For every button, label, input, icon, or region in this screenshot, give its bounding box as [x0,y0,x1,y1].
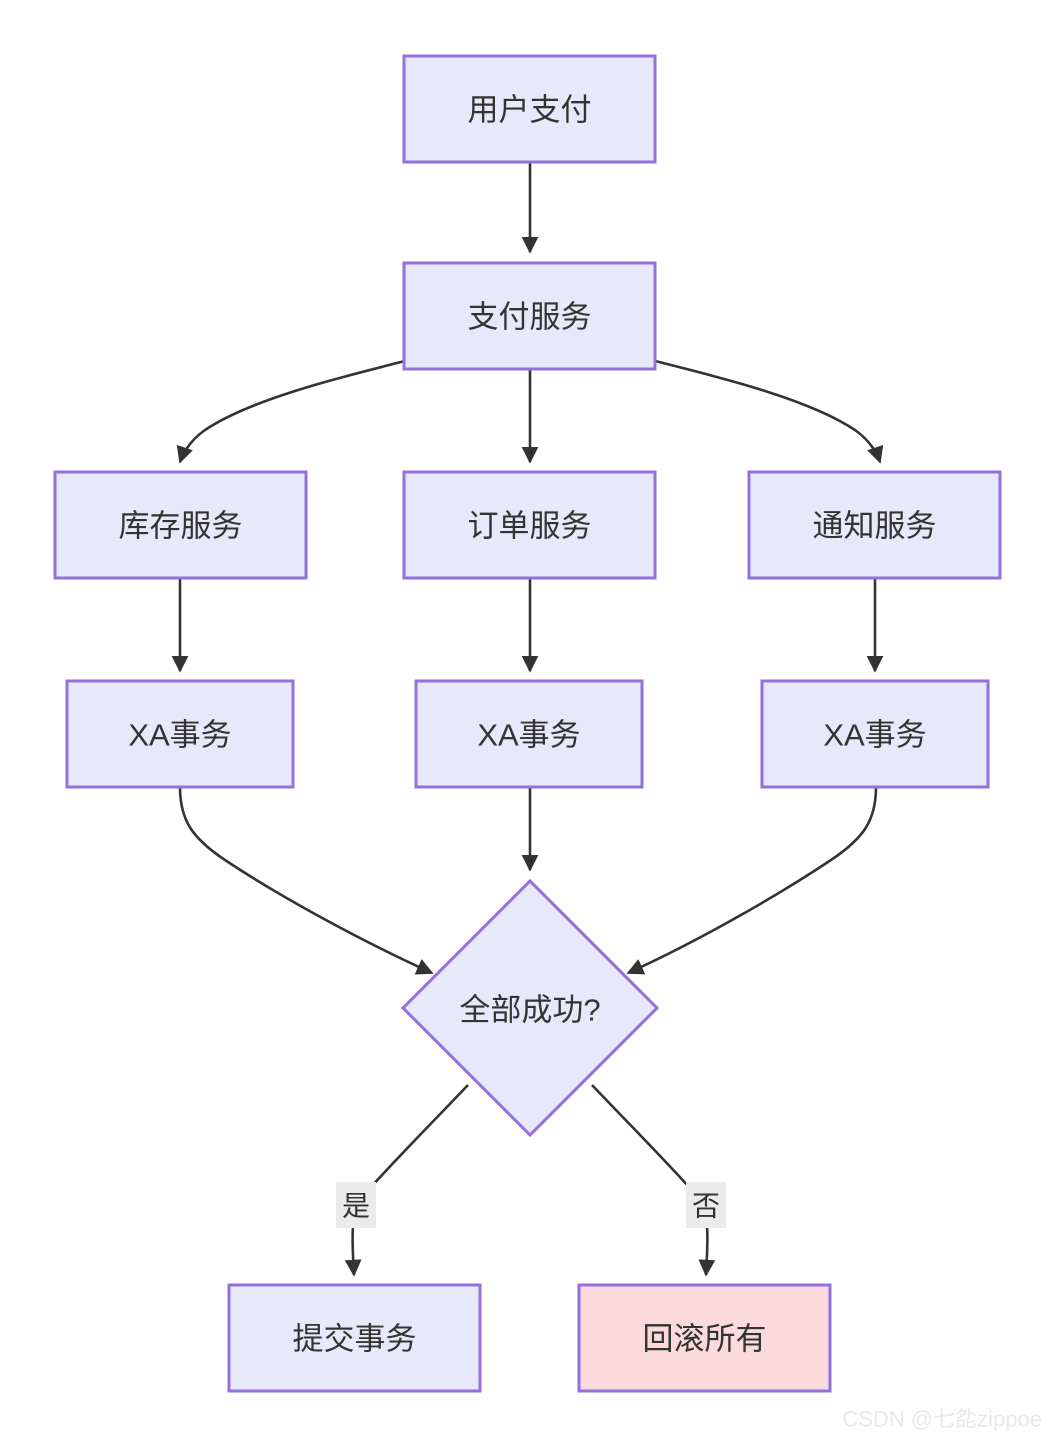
nodes-layer: 用户支付 支付服务 库存服务 订单服务 通知服务 [53,54,1002,1393]
node-stock-service[interactable]: 库存服务 [53,470,308,580]
node-xa-stock-shape[interactable] [65,679,295,789]
edge-label-yes-text: 是 [342,1191,370,1222]
edge-labels-layer: 是 否 [336,1182,726,1228]
node-rollback-label: 回滚所有 [643,1322,767,1357]
edge-all-success-to-commit [344,1084,469,1277]
node-stock-service-shape[interactable] [53,470,308,580]
node-xa-notify-label: XA事务 [823,718,926,753]
node-stock-service-label: 库存服务 [119,509,243,544]
node-order-service-label: 订单服务 [468,509,592,544]
edge-label-yes: 是 [336,1182,376,1228]
node-xa-stock[interactable]: XA事务 [65,679,295,789]
edge-label-no: 否 [686,1182,726,1228]
node-notify-service-label: 通知服务 [813,509,937,544]
edge-xa-notify-to-all-success [626,786,878,975]
node-rollback-shape[interactable] [577,1283,832,1393]
edge-pay-service-to-notify-service [654,359,884,464]
node-user-pay[interactable]: 用户支付 [402,54,657,164]
node-notify-service-shape[interactable] [747,470,1002,580]
node-xa-notify[interactable]: XA事务 [760,679,990,789]
node-all-success-label: 全部成功? [459,993,600,1028]
node-xa-stock-label: XA事务 [128,718,231,753]
node-pay-service-shape[interactable] [402,261,657,371]
node-all-success[interactable]: 全部成功? [400,878,660,1138]
node-xa-order[interactable]: XA事务 [414,679,644,789]
edge-all-success-to-rollback [591,1084,716,1277]
node-xa-notify-shape[interactable] [760,679,990,789]
node-xa-order-label: XA事务 [477,718,580,753]
csdn-watermark: CSDN @七夞zippoe [842,1407,1042,1432]
node-rollback[interactable]: 回滚所有 [577,1283,832,1393]
node-order-service[interactable]: 订单服务 [402,470,657,580]
node-xa-order-shape[interactable] [414,679,644,789]
node-commit[interactable]: 提交事务 [227,1283,482,1393]
node-pay-service[interactable]: 支付服务 [402,261,657,371]
node-user-pay-shape[interactable] [402,54,657,164]
edge-pay-service-to-stock-service [176,359,406,464]
node-pay-service-label: 支付服务 [468,300,592,335]
node-order-service-shape[interactable] [402,470,657,580]
node-commit-label: 提交事务 [293,1322,417,1357]
edge-label-no-text: 否 [692,1191,720,1222]
node-commit-shape[interactable] [227,1283,482,1393]
node-all-success-shape[interactable] [400,878,660,1138]
edges-layer [171,162,884,1277]
node-notify-service[interactable]: 通知服务 [747,470,1002,580]
edge-xa-stock-to-all-success [178,786,434,975]
node-user-pay-label: 用户支付 [468,93,592,128]
